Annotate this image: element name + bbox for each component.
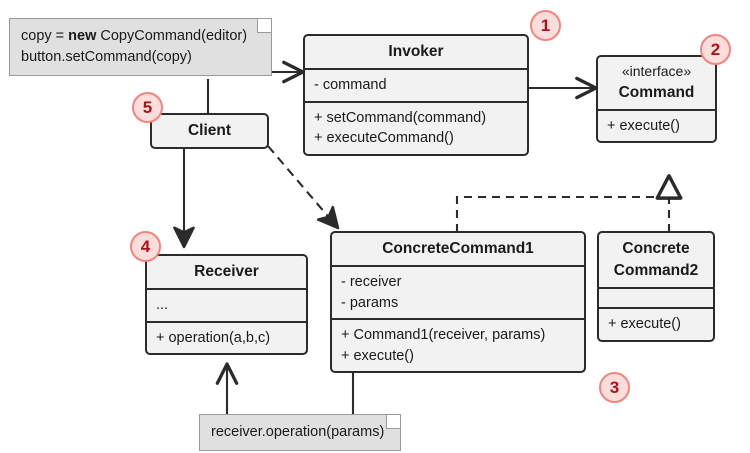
badge-command: 2	[700, 34, 731, 65]
class-concretecommand2-name-line-1: Concrete	[622, 240, 690, 257]
class-invoker-attributes: - command	[305, 68, 527, 101]
class-client-title: Client	[187, 122, 232, 139]
note-client-code-line-2: button.setCommand(copy)	[21, 49, 192, 66]
class-client[interactable]: Client	[150, 113, 269, 149]
class-receiver[interactable]: Receiver ... + operation(a,b,c)	[145, 254, 308, 356]
class-concretecommand2-attributes	[599, 287, 713, 307]
edge-client-to-concretecommand1	[267, 145, 340, 230]
class-invoker-operations: + setCommand(command) + executeCommand()	[305, 100, 527, 154]
class-command-interface[interactable]: «interface» Command + execute()	[596, 55, 717, 144]
class-command-operation-0: + execute()	[607, 117, 680, 134]
note-receiver-call-line-1: receiver.operation(params)	[211, 424, 385, 440]
class-invoker[interactable]: Invoker - command + setCommand(command) …	[303, 34, 529, 156]
edge-concretecommand1-realizes-command	[455, 174, 683, 232]
class-invoker-attribute-0: - command	[314, 77, 387, 93]
badge-concretecommand2: 3	[599, 372, 630, 403]
note-line1-post: CopyCommand(editor)	[96, 28, 248, 44]
class-command-operations: + execute()	[598, 108, 715, 142]
class-concretecommand1[interactable]: ConcreteCommand1 - receiver - params + C…	[330, 231, 586, 374]
class-concretecommand1-attribute-1: - params	[341, 294, 399, 311]
class-invoker-operation-1: + executeCommand()	[314, 130, 454, 147]
class-concretecommand2-title: Concrete Command2	[599, 233, 713, 287]
note-fold-corner	[386, 415, 400, 429]
badge-invoker: 1	[530, 10, 561, 41]
note-fold-corner	[257, 19, 271, 33]
note-line1-pre: copy =	[21, 28, 69, 44]
class-receiver-title: Receiver	[194, 263, 259, 280]
class-command-stereotype: «interface»	[621, 63, 692, 79]
class-receiver-attribute-0: ...	[156, 297, 169, 313]
class-invoker-operation-0: + setCommand(command)	[314, 109, 487, 126]
class-concretecommand2-operation-0: + execute()	[608, 316, 681, 332]
class-command-title: «interface» Command	[598, 57, 715, 109]
class-receiver-operations: + operation(a,b,c)	[147, 320, 306, 354]
class-concretecommand1-attribute-0: - receiver	[341, 274, 402, 290]
class-concretecommand1-operation-0: + Command1(receiver, params)	[341, 327, 546, 344]
class-receiver-operation-0: + operation(a,b,c)	[156, 329, 271, 346]
class-concretecommand1-attributes: - receiver - params	[332, 265, 584, 318]
class-concretecommand1-operations: + Command1(receiver, params) + execute()	[332, 318, 584, 371]
badge-receiver: 4	[130, 231, 161, 262]
class-concretecommand2-operations: + execute()	[599, 307, 713, 340]
class-concretecommand1-title: ConcreteCommand1	[382, 240, 534, 257]
class-command-name: Command	[618, 83, 695, 101]
note-receiver-call: receiver.operation(params)	[199, 414, 401, 452]
class-concretecommand1-operation-1: + execute()	[341, 347, 414, 364]
note-line1-keyword: new	[68, 28, 97, 44]
class-invoker-title: Invoker	[388, 43, 444, 60]
class-concretecommand2[interactable]: Concrete Command2 + execute()	[597, 231, 715, 342]
class-concretecommand2-name-line-2: Command2	[613, 262, 699, 279]
badge-client: 5	[132, 92, 163, 123]
note-client-code-line-1: copy = new CopyCommand(editor)	[21, 26, 261, 47]
class-receiver-attributes: ...	[147, 288, 306, 321]
note-client-code: copy = new CopyCommand(editor) button.se…	[9, 18, 272, 77]
